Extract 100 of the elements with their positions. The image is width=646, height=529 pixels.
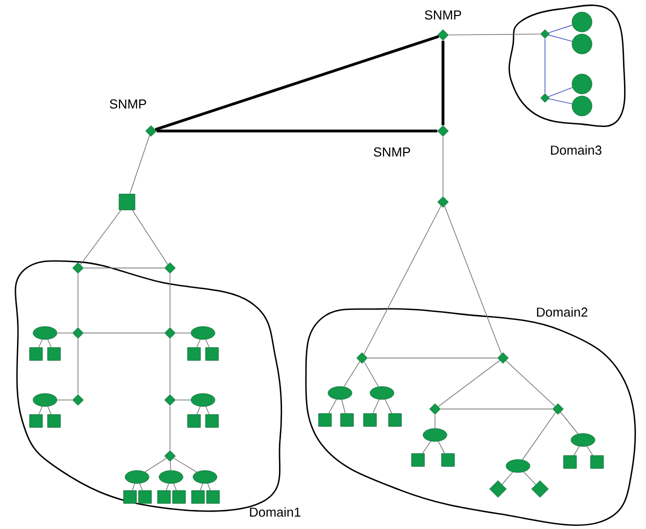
domain-label: Domain1 [250, 507, 300, 517]
connector-line [38, 406, 43, 415]
diamond-node [540, 93, 550, 103]
connector-line [196, 339, 201, 348]
square-node [205, 347, 219, 361]
connector-line [548, 24, 573, 34]
connector-line [83, 332, 165, 334]
diamond-node [437, 125, 449, 137]
ellipse-node [32, 393, 58, 407]
square-node [47, 414, 61, 428]
circle-node [572, 12, 592, 32]
ellipse-node [328, 386, 352, 400]
square-node [187, 414, 201, 428]
connector-line [173, 483, 177, 491]
domain-label: Domain2 [537, 307, 588, 317]
connector-line [56, 332, 73, 334]
circle-node [572, 74, 592, 94]
diamond-node [531, 480, 549, 498]
square-node [118, 194, 136, 210]
diamond-node [540, 29, 550, 39]
node-label: SNMP [110, 99, 146, 109]
ellipse-node [422, 428, 448, 442]
ellipse-node [570, 433, 596, 447]
diamond-node [489, 480, 507, 498]
square-node [563, 455, 577, 469]
connector-line [205, 406, 210, 415]
connector-line [506, 360, 556, 407]
square-node [340, 413, 354, 427]
connector-line [80, 210, 122, 266]
connector-line [200, 483, 204, 491]
square-node [29, 414, 43, 428]
connector-line [156, 130, 438, 132]
connector-line [438, 360, 500, 407]
square-node [363, 413, 377, 427]
circle-node [572, 96, 592, 116]
connector-line [328, 399, 337, 414]
connector-line [132, 483, 136, 491]
circle-node [572, 34, 592, 54]
diamond-node [429, 403, 441, 415]
connector-line [372, 399, 380, 414]
connector-line [448, 34, 541, 36]
connector-line [129, 134, 150, 194]
connector-line [523, 472, 536, 485]
diamond-node [72, 394, 84, 406]
connector-line [132, 210, 168, 265]
connector-line [442, 40, 444, 126]
diamond-node [164, 262, 176, 274]
connector-line [502, 472, 514, 485]
connector-line [144, 458, 167, 472]
square-node [138, 490, 152, 504]
square-node [123, 490, 137, 504]
diamond-node [437, 29, 449, 41]
ellipse-node [32, 326, 58, 340]
diamond-node [164, 394, 176, 406]
square-node [206, 490, 220, 504]
node-label: SNMP [374, 147, 410, 157]
connector-line [47, 339, 52, 348]
square-node [29, 347, 43, 361]
connector-line [442, 136, 444, 197]
connector-line [422, 440, 432, 454]
connector-line [139, 483, 143, 491]
square-node [191, 490, 205, 504]
connector-line [207, 483, 211, 491]
square-node [411, 453, 425, 467]
diamond-node [497, 352, 509, 364]
connector-line [196, 406, 201, 415]
connector-line [548, 34, 572, 42]
diamond-node [72, 327, 84, 339]
ellipse-node [506, 459, 530, 473]
ellipse-node [190, 393, 216, 407]
node-label: SNMP [424, 10, 462, 20]
square-node [157, 490, 171, 504]
connector-line [154, 35, 440, 131]
domain-label: Domain3 [551, 145, 602, 155]
connector-line [364, 205, 442, 355]
square-node [441, 453, 455, 467]
connector-line [548, 98, 572, 104]
connector-line [166, 483, 170, 491]
connector-line [384, 399, 392, 414]
connector-line [344, 361, 360, 388]
ellipse-node [158, 470, 184, 484]
diamond-node [164, 327, 176, 339]
connector-line [440, 408, 553, 410]
ellipse-node [192, 470, 218, 484]
connector-line [522, 412, 556, 460]
square-node [388, 413, 402, 427]
connector-line [364, 361, 379, 387]
ellipse-node [190, 326, 216, 340]
connector-line [205, 339, 210, 348]
diamond-node [72, 262, 84, 274]
diamond-node [356, 352, 368, 364]
connector-line [175, 332, 192, 334]
connector-line [544, 38, 546, 94]
diamond-node [552, 403, 564, 415]
square-node [590, 455, 604, 469]
connector-line [38, 339, 43, 348]
connector-line [560, 412, 578, 434]
connector-line [548, 87, 573, 98]
connector-line [173, 458, 198, 472]
square-node [47, 347, 61, 361]
